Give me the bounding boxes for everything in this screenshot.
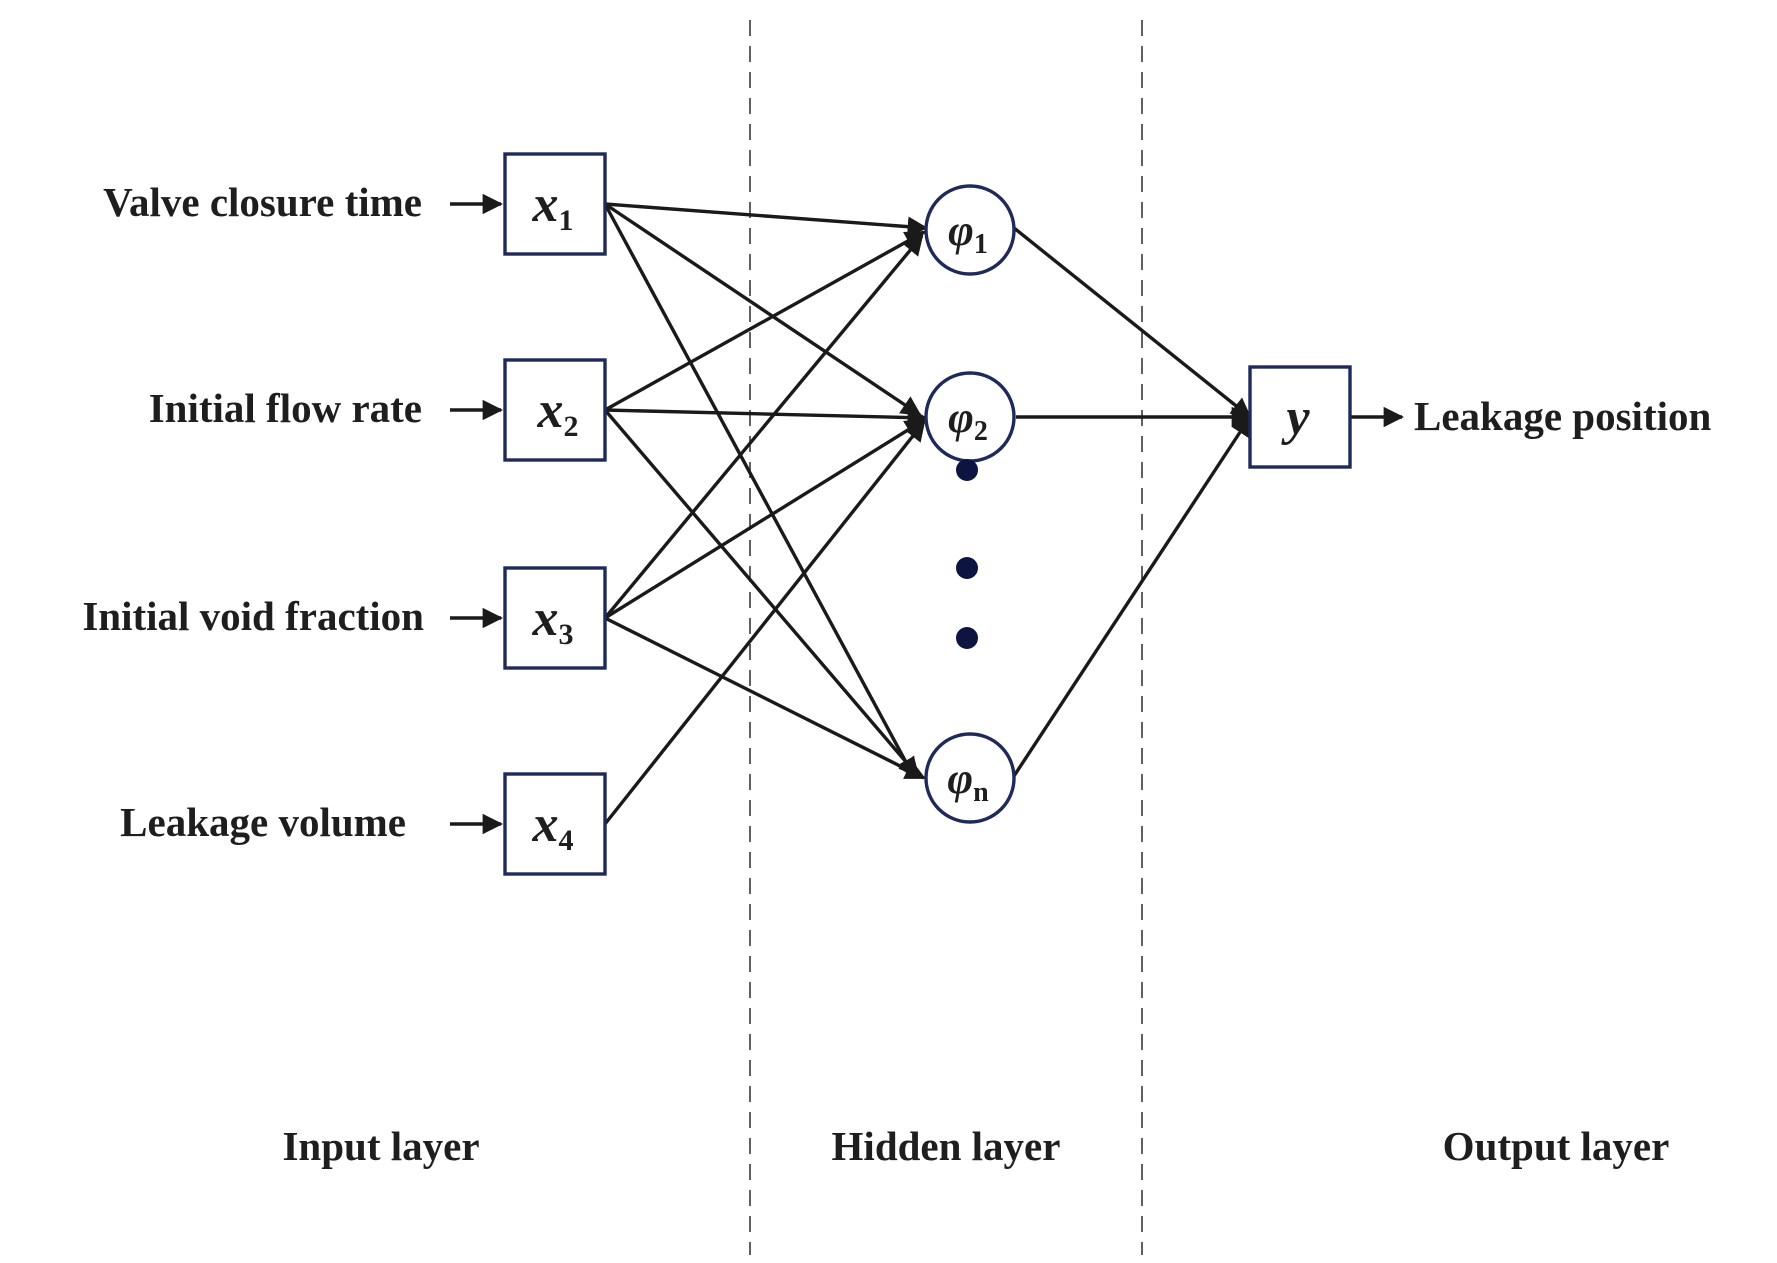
hidden-output-connections: [1012, 226, 1253, 777]
edge-x1-phin: [603, 203, 916, 779]
edge-phin-y: [1012, 415, 1252, 777]
ellipsis-dot: [956, 459, 978, 481]
input-label-2: Initial flow rate: [149, 385, 422, 431]
input-node-x2: x2: [503, 358, 607, 462]
svg-text:x1: x1: [532, 176, 574, 237]
hidden-node-phi1: φ1: [924, 184, 1016, 276]
svg-text:φ1: φ1: [948, 206, 988, 260]
svg-text:φn: φn: [947, 754, 989, 808]
input-node-x3: x3: [503, 566, 607, 670]
edge-x4-phi2: [603, 420, 926, 826]
edge-x2-phi1: [604, 230, 926, 412]
output-label: Leakage position: [1414, 393, 1711, 439]
edge-x2-phi2: [604, 407, 929, 428]
edge-x3-phin: [604, 616, 926, 780]
svg-text:x2: x2: [537, 382, 579, 443]
svg-text:φ2: φ2: [948, 393, 988, 447]
input-label-3: Initial void fraction: [82, 593, 424, 639]
ellipsis-dot: [956, 557, 978, 579]
layer-label-hidden: Hidden layer: [832, 1123, 1061, 1169]
edge-x3-phi2: [604, 418, 926, 620]
svg-text:x4: x4: [532, 796, 574, 857]
layer-label-output: Output layer: [1443, 1123, 1670, 1169]
input-hidden-connections: [603, 202, 929, 826]
edge-x1-phi2: [604, 202, 922, 417]
hidden-node-phi2: φ2: [924, 371, 1016, 463]
hidden-ellipsis: [956, 459, 978, 649]
edge-phi1-y: [1012, 226, 1252, 419]
edge-x3-phi1: [603, 234, 924, 620]
input-label-1: Valve closure time: [103, 179, 422, 225]
input-label-4: Leakage volume: [120, 799, 406, 845]
edge-x2-phin: [603, 408, 920, 778]
output-node-y: y: [1248, 365, 1352, 469]
input-node-x1: x1: [503, 152, 607, 256]
layer-label-input: Input layer: [282, 1123, 479, 1169]
edge-x1-phi1: [604, 202, 929, 237]
input-node-x4: x4: [503, 772, 607, 876]
ellipsis-dot: [956, 627, 978, 649]
svg-text:x3: x3: [532, 590, 574, 651]
hidden-node-phin: φn: [924, 732, 1016, 824]
